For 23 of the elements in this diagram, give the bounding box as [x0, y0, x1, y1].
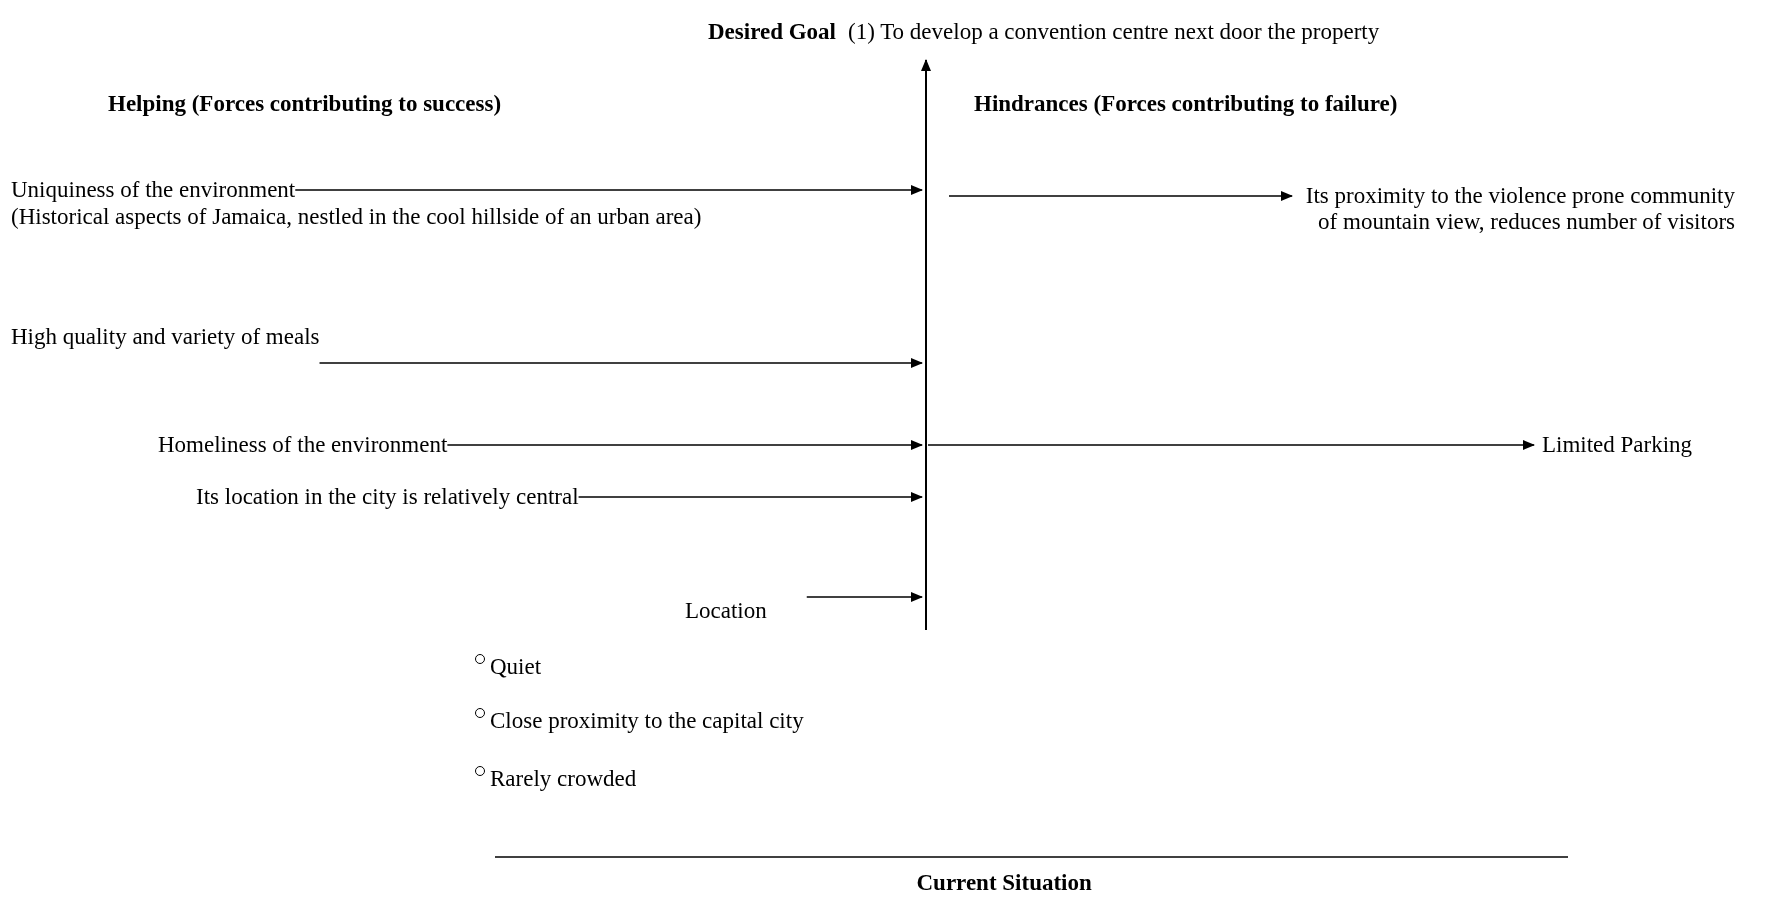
node-text: Its proximity to the violence prone community of mountain view, reduces number of visitors: [1300, 183, 1735, 235]
list-item: Close proximity to the capital city: [490, 708, 804, 734]
arrow: [927, 440, 1535, 450]
arrow: [577, 492, 923, 502]
footer-heading: Current Situation: [916, 870, 1092, 896]
list-item: Rarely crowded: [490, 766, 637, 792]
column-heading: Helping (Forces contributing to success): [108, 91, 502, 117]
list-item: Quiet: [490, 654, 542, 680]
note-text: (Historical aspects of Jamaica, nestled in the cool hillside of an urban area): [11, 204, 703, 230]
goal-text: (1) To develop a convention centre next door the property: [848, 19, 1380, 45]
goal-heading: Desired Goal: [708, 19, 836, 45]
arrow: [294, 185, 923, 195]
arrow: [948, 191, 1293, 201]
node-text: Location: [685, 598, 767, 624]
node-text: High quality and variety of meals: [11, 324, 320, 350]
node-text: Homeliness of the environment: [158, 432, 448, 458]
arrow: [805, 592, 923, 602]
node-text: Limited Parking: [1542, 432, 1693, 458]
arrow: [446, 440, 923, 450]
node-text: Its location in the city is relatively central: [196, 484, 579, 510]
column-heading: Hindrances (Forces contributing to failure): [974, 91, 1398, 117]
node-text: Uniquiness of the environment: [11, 177, 296, 203]
arrow: [318, 358, 923, 368]
